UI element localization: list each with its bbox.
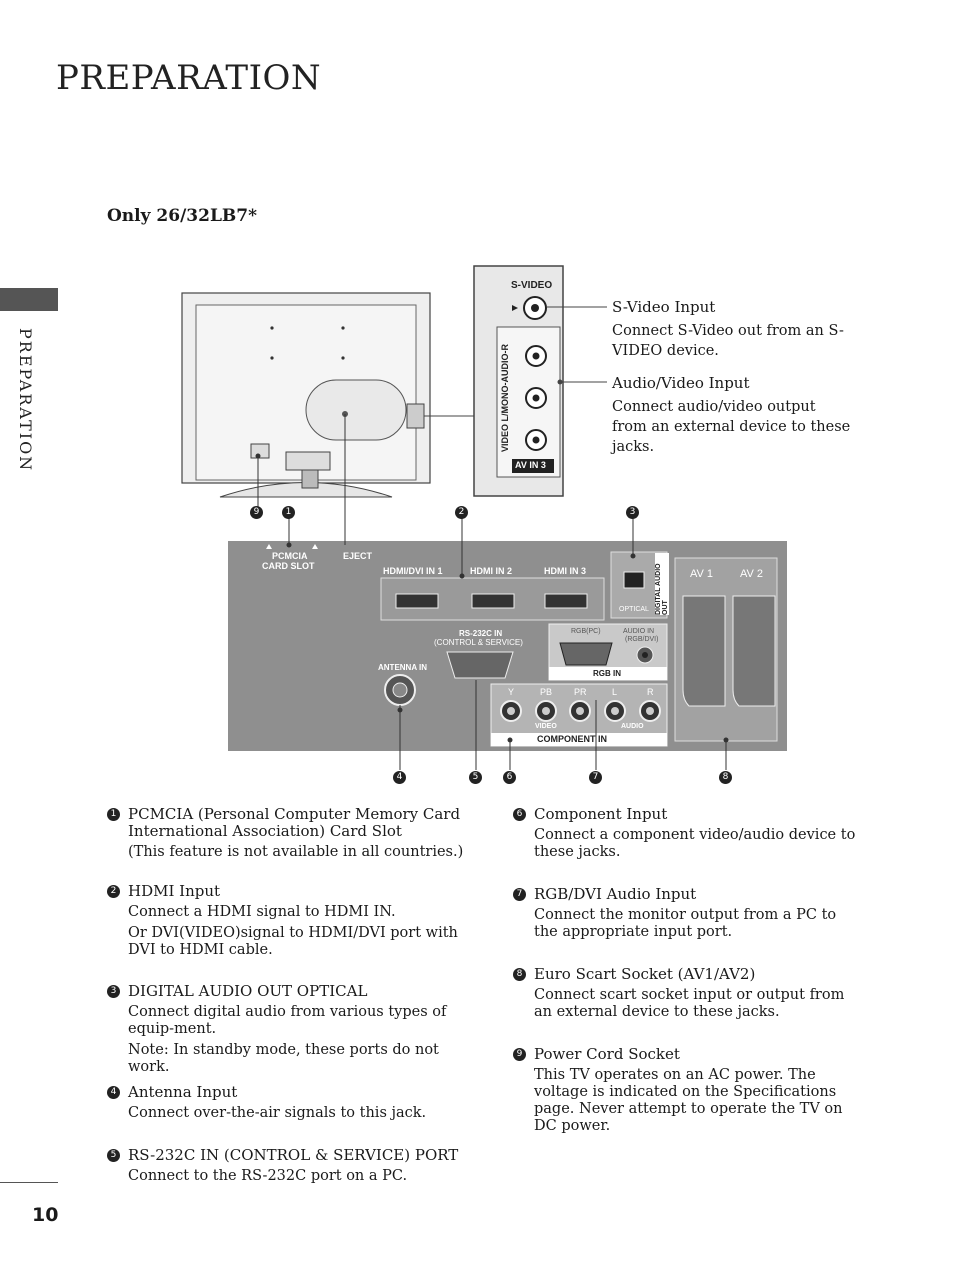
item-number: 4	[107, 1086, 120, 1099]
l-label: L	[612, 687, 618, 697]
model-heading: Only 26/32LB7*	[107, 206, 257, 226]
item-title: Euro Scart Socket (AV1/AV2)	[534, 965, 756, 983]
eject-label: EJECT	[343, 551, 373, 561]
item-number: 3	[107, 985, 120, 998]
item-9: 9 Power Cord Socket This TV operates on …	[513, 1046, 863, 1139]
item-body: Note: In standby mode, these ports do no…	[128, 1042, 439, 1075]
marker-7: 7	[589, 771, 602, 784]
item-5: 5 RS-232C IN (CONTROL & SERVICE) PORT Co…	[107, 1147, 467, 1189]
footer-rule	[0, 1182, 58, 1183]
marker-6: 6	[503, 771, 516, 784]
item-title: RGB/DVI Audio Input	[534, 885, 697, 903]
video-label: VIDEO	[535, 723, 557, 730]
item-title: Antenna Input	[128, 1083, 238, 1101]
item-number: 6	[513, 808, 526, 821]
item-number: 8	[513, 968, 526, 981]
control-service-label: (CONTROL & SERVICE)	[434, 638, 523, 647]
optical-label: OPTICAL	[619, 606, 649, 613]
s-video-label: S-VIDEO	[511, 280, 553, 291]
hdmi3-label: HDMI IN 3	[544, 566, 587, 576]
item-number: 1	[107, 808, 120, 821]
connection-panel	[228, 541, 787, 751]
item-body: This TV operates on an AC power. The vol…	[534, 1067, 843, 1134]
item-number: 2	[107, 885, 120, 898]
av1-label: AV 1	[690, 568, 714, 580]
audio-label: AUDIO	[621, 723, 644, 730]
item-body: Connect to the RS-232C port on a PC.	[128, 1168, 408, 1184]
item-number: 5	[107, 1149, 120, 1162]
side-section-label: PREPARATION	[16, 328, 35, 473]
marker-4: 4	[393, 771, 406, 784]
item-6: 6 Component Input Connect a component vi…	[513, 806, 863, 865]
item-body: (This feature is not available in all co…	[128, 844, 464, 860]
svideo-callout-body: Connect S-Video out from an S-VIDEO devi…	[612, 323, 844, 359]
y-label: Y	[508, 687, 515, 697]
tv-back-illustration	[181, 292, 431, 498]
item-body: Connect a HDMI signal to HDMI IN.	[128, 904, 396, 920]
item-8: 8 Euro Scart Socket (AV1/AV2) Connect sc…	[513, 966, 863, 1025]
audio-in-label: AUDIO IN	[623, 628, 655, 635]
item-title: DIGITAL AUDIO OUT OPTICAL	[128, 982, 368, 1000]
pr-label: PR	[574, 687, 587, 697]
hdmi2-label: HDMI IN 2	[470, 566, 513, 576]
marker-2: 2	[455, 506, 468, 519]
item-2: 2 HDMI Input Connect a HDMI signal to HD…	[107, 883, 467, 963]
item-body: Connect digital audio from various types…	[128, 1004, 447, 1037]
pcmcia-label: PCMCIA	[272, 551, 308, 561]
av-in-3-label: AV IN 3	[515, 460, 546, 470]
item-body: Connect the monitor output from a PC to …	[534, 907, 837, 940]
item-body: Connect scart socket input or output fro…	[534, 987, 845, 1020]
hdmi1-label: HDMI/DVI IN 1	[383, 566, 443, 576]
digital-audio-out-label: DIGITAL AUDIO OUT	[655, 553, 669, 615]
item-3: 3 DIGITAL AUDIO OUT OPTICAL Connect digi…	[107, 983, 467, 1080]
pb-label: PB	[540, 687, 553, 697]
svideo-callout-title: S-Video Input	[612, 298, 716, 316]
rgb-pc-label: RGB(PC)	[571, 628, 601, 635]
item-body: Or DVI(VIDEO)signal to HDMI/DVI port wit…	[128, 925, 458, 958]
page-number: 10	[32, 1204, 59, 1226]
item-body: Connect over-the-air signals to this jac…	[128, 1105, 427, 1121]
av-vertical-label: VIDEO L/MONO-AUDIO-R	[500, 344, 510, 452]
side-tab-marker	[0, 288, 58, 311]
av-callout-body: Connect audio/video output from an exter…	[612, 399, 851, 455]
antenna-in-label: ANTENNA IN	[378, 663, 428, 672]
marker-5: 5	[469, 771, 482, 784]
item-body: Connect a component video/audio device t…	[534, 827, 856, 860]
marker-1: 1	[282, 506, 295, 519]
item-title: HDMI Input	[128, 882, 221, 900]
item-4: 4 Antenna Input Connect over-the-air sig…	[107, 1084, 467, 1126]
item-number: 9	[513, 1048, 526, 1061]
item-1: 1 PCMCIA (Personal Computer Memory Card …	[107, 806, 467, 865]
component-in-label: COMPONENT IN	[537, 734, 608, 744]
item-number: 7	[513, 888, 526, 901]
rgb-dvi-label: (RGB/DVI)	[625, 636, 659, 643]
item-title: RS-232C IN (CONTROL & SERVICE) PORT	[128, 1146, 459, 1164]
rgb-in-label: RGB IN	[593, 669, 621, 678]
av2-label: AV 2	[740, 568, 764, 580]
item-title: Power Cord Socket	[534, 1045, 680, 1063]
rear-panel-diagram	[181, 265, 787, 770]
av-callout-title: Audio/Video Input	[612, 374, 750, 392]
item-title: Component Input	[534, 805, 668, 823]
item-title: PCMCIA (Personal Computer Memory Card In…	[128, 805, 461, 840]
marker-3: 3	[626, 506, 639, 519]
marker-9: 9	[250, 506, 263, 519]
marker-8: 8	[719, 771, 732, 784]
item-7: 7 RGB/DVI Audio Input Connect the monito…	[513, 886, 863, 945]
page-title: PREPARATION	[56, 58, 322, 98]
r-label: R	[647, 687, 654, 697]
card-slot-label: CARD SLOT	[262, 561, 315, 571]
av-side-panel	[473, 265, 564, 497]
rs232-label: RS-232C IN	[459, 629, 503, 638]
